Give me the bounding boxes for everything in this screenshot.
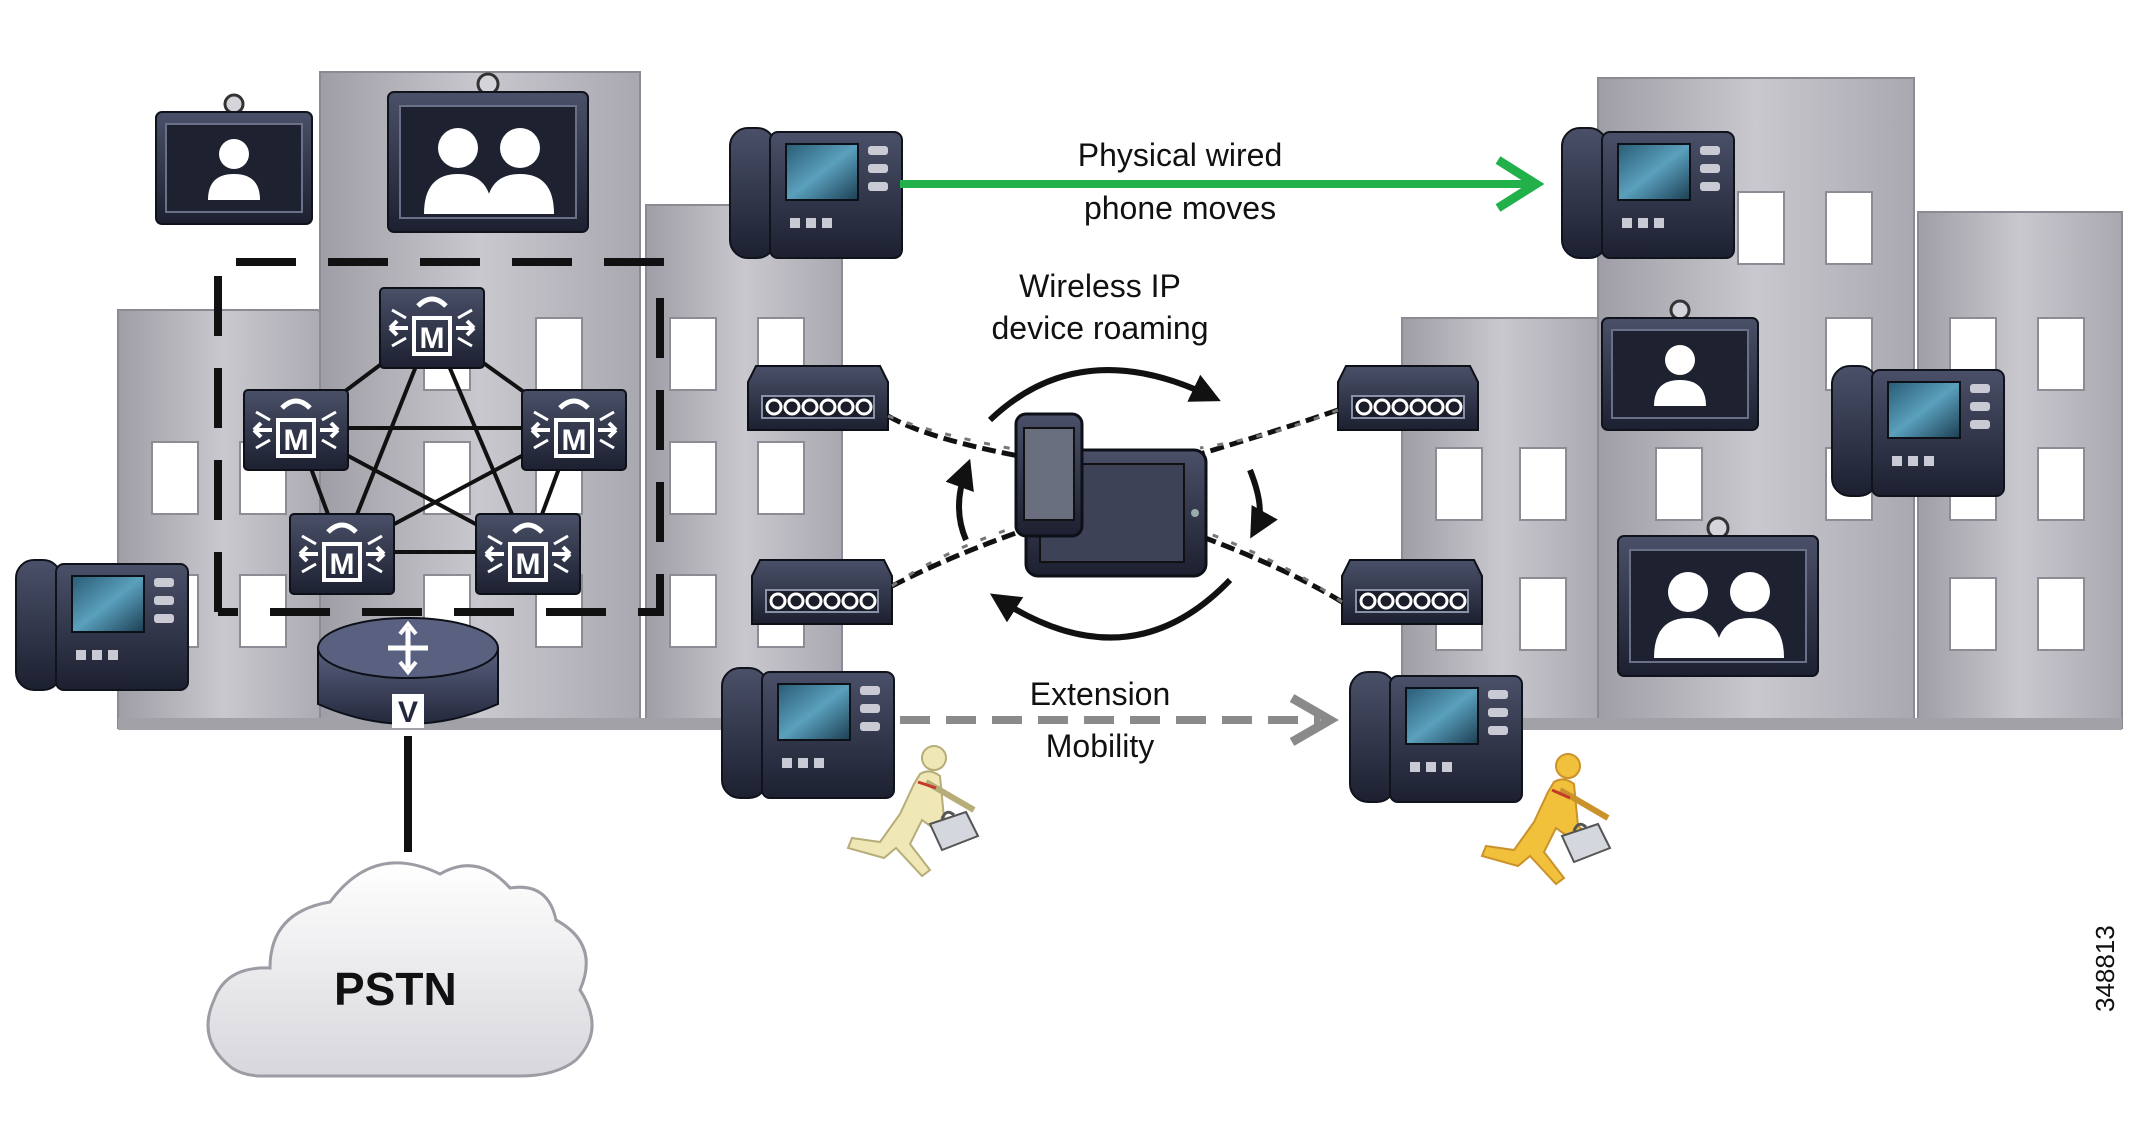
phone-extension-origin — [721, 667, 895, 799]
physical-wired-label-line1: Physical wired — [1077, 137, 1283, 173]
video-endpoint-single-left — [154, 93, 314, 226]
wired-move-arrow — [900, 156, 1545, 212]
media-node-left — [244, 390, 348, 470]
media-node-right — [522, 390, 626, 470]
phone-wired-origin — [729, 127, 903, 259]
media-node-bottom-right — [476, 514, 580, 594]
physical-wired-label-line2: phone moves — [1083, 190, 1277, 226]
video-endpoint-single-right — [1600, 299, 1760, 432]
extension-label-line1: Extension — [1029, 676, 1171, 712]
media-node-top — [380, 288, 484, 368]
roaming-arrows — [945, 367, 1278, 641]
switch-bottom-left — [750, 558, 894, 626]
phone-left-edge — [15, 559, 189, 691]
router-letter: V — [398, 696, 418, 729]
switch-top-left — [746, 364, 890, 432]
wireless-label-line2: device roaming — [991, 310, 1209, 346]
router-icon: V — [317, 617, 499, 852]
phone-extension-destination — [1349, 671, 1523, 803]
phone-wired-destination — [1561, 127, 1735, 259]
traveler-destination — [1482, 754, 1612, 884]
media-node-bottom-left — [290, 514, 394, 594]
switch-bottom-right — [1340, 558, 1484, 626]
video-endpoint-dual-left — [386, 72, 590, 234]
smartphone-icon — [1014, 412, 1084, 538]
phone-right-building — [1831, 365, 2005, 497]
pstn-cloud — [206, 861, 594, 1078]
traveler-origin — [848, 746, 980, 876]
switch-top-right — [1336, 364, 1480, 432]
pstn-label: PSTN — [334, 963, 457, 1015]
wireless-label-line1: Wireless IP — [1019, 268, 1181, 304]
network-cables — [886, 407, 1344, 605]
extension-mobility-arrow — [900, 694, 1339, 746]
figure-id: 348813 — [2090, 925, 2120, 1012]
cluster-boundary — [214, 258, 664, 616]
video-endpoint-dual-right — [1616, 516, 1820, 678]
extension-label-line2: Mobility — [1045, 728, 1155, 764]
